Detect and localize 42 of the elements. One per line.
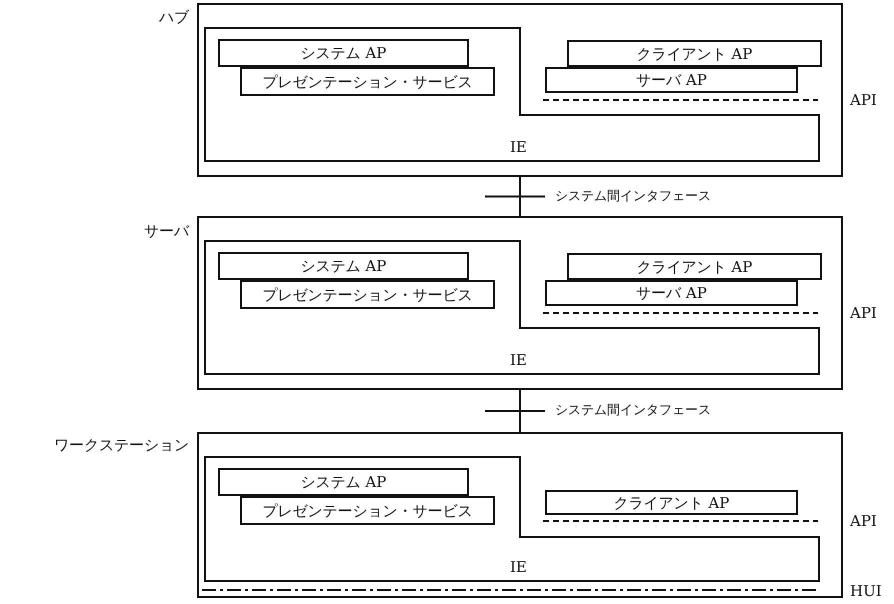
interface-label: API: [850, 91, 877, 109]
interface-label: HUI: [850, 582, 882, 600]
service-box: [545, 490, 798, 515]
application-box: [218, 468, 469, 496]
layer-name: IE: [510, 351, 527, 369]
box-label: クライアント AP: [636, 258, 754, 276]
service-box: [240, 280, 495, 309]
interface-connector: [485, 390, 545, 432]
system-label: サーバ: [144, 222, 189, 240]
box-label: システム AP: [300, 257, 388, 275]
application-box: [218, 252, 469, 280]
ie-layer: [204, 27, 820, 162]
box-label: システム AP: [300, 44, 388, 62]
edge-label: システム間インタフェース: [555, 188, 711, 206]
ie-layer: [204, 240, 820, 375]
ie-layer: [204, 456, 820, 582]
service-box: [240, 496, 495, 525]
system-frame: [197, 216, 843, 390]
interface-label: API: [850, 304, 877, 322]
layer-name: IE: [510, 138, 527, 156]
service-box: [545, 67, 798, 93]
box-label: プレゼンテーション・サービス: [262, 72, 474, 90]
box-label: クライアント AP: [636, 44, 754, 62]
interface-label: API: [850, 512, 877, 530]
edge-label: システム間インタフェース: [555, 402, 711, 420]
interface-connector: [485, 177, 545, 216]
application-box: [567, 40, 822, 67]
layer-name: IE: [510, 558, 527, 576]
system-frame: [197, 432, 843, 598]
application-box: [218, 39, 469, 67]
box-label: プレゼンテーション・サービス: [262, 286, 474, 304]
application-box: [567, 253, 822, 280]
system-frame: [197, 3, 843, 177]
system-label: ワークステーション: [54, 436, 189, 454]
box-label: サーバ AP: [635, 284, 708, 302]
service-box: [240, 67, 495, 96]
service-box: [545, 280, 798, 306]
box-label: システム AP: [300, 473, 388, 491]
system-label: ハブ: [159, 8, 189, 26]
box-label: クライアント AP: [612, 494, 730, 512]
box-label: サーバ AP: [635, 71, 708, 89]
box-label: プレゼンテーション・サービス: [262, 502, 474, 520]
